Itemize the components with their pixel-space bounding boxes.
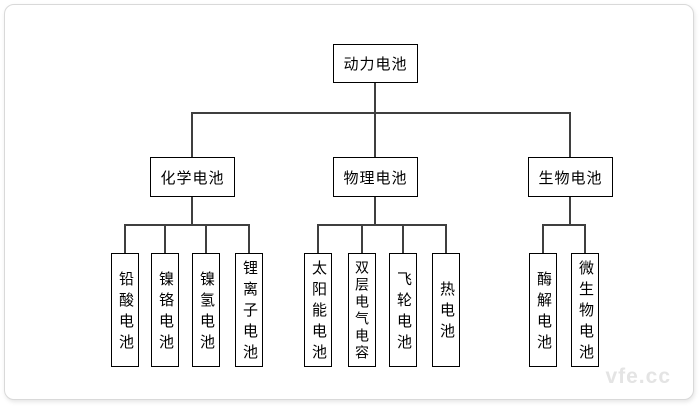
node-lithium-ion-battery: 锂离子电池 [235, 253, 263, 367]
node-nickel-hydrogen-battery: 镍氢电池 [192, 253, 220, 367]
node-physical-battery: 物理电池 [333, 157, 418, 197]
connector-drop-lithium-ion [248, 224, 250, 253]
connector-drop-solar [317, 224, 319, 253]
connector-drop-double-layer-cap [361, 224, 363, 253]
connector-drop-nickel-hydrogen [205, 224, 207, 253]
connector-drop-biological [569, 112, 571, 157]
connector-chemical-bus [124, 224, 250, 226]
node-solar-battery: 太阳能电池 [304, 253, 332, 367]
node-lead-acid-battery: 铅酸电池 [111, 253, 139, 367]
node-power-battery: 动力电池 [333, 44, 418, 83]
node-double-layer-capacitor: 双层电气电容 [348, 253, 376, 367]
connector-biological-bus [542, 224, 586, 226]
connector-drop-microbial [584, 224, 586, 253]
connector-drop-physical [374, 112, 376, 157]
node-thermal-battery: 热电池 [432, 253, 460, 367]
connector-drop-nickel-chromium [164, 224, 166, 253]
connector-drop-lead-acid [124, 224, 126, 253]
connector-physical-stem [374, 197, 376, 226]
connector-physical-bus [317, 224, 447, 226]
diagram-card: 动力电池 化学电池 物理电池 生物电池 铅酸电池 镍铬电池 镍氢电池 [4, 4, 694, 400]
node-flywheel-battery: 飞轮电池 [389, 253, 417, 367]
node-microbial-battery: 微生物电池 [571, 253, 599, 367]
connector-drop-thermal [445, 224, 447, 253]
connector-drop-chemical [191, 112, 193, 157]
watermark-text: vfe.cc [605, 365, 671, 388]
node-biological-battery: 生物电池 [528, 157, 613, 197]
connector-drop-enzymatic [542, 224, 544, 253]
connector-chemical-stem [191, 197, 193, 226]
node-enzymatic-battery: 酶解电池 [529, 253, 557, 367]
node-nickel-chromium-battery: 镍铬电池 [151, 253, 179, 367]
connector-drop-flywheel [402, 224, 404, 253]
node-chemical-battery: 化学电池 [150, 157, 235, 197]
connector-level1-bus [191, 112, 571, 114]
connector-root-stem [374, 83, 376, 113]
connector-biological-stem [569, 197, 571, 226]
